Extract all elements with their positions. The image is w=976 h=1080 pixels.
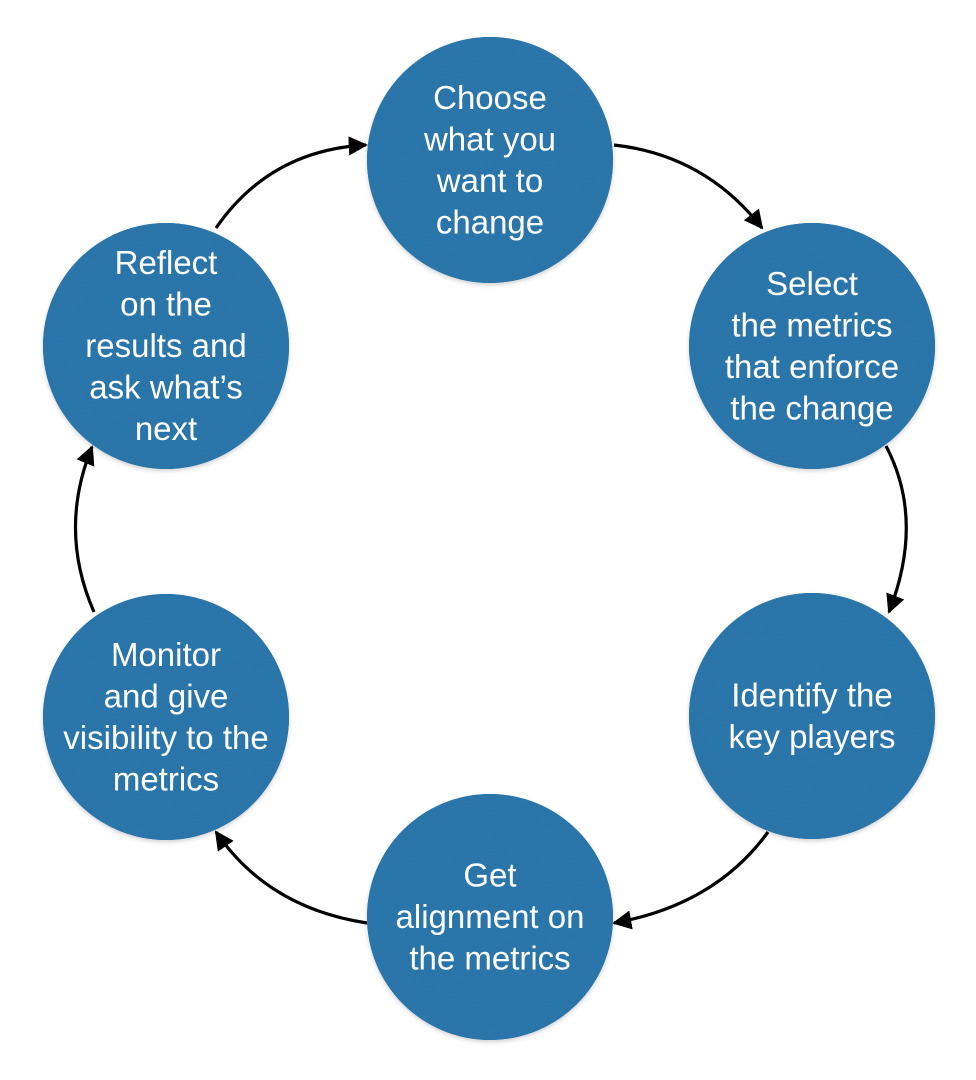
node-label-line: key players [729,718,896,755]
node-label-line: that enforce [725,348,899,385]
node-label-line: Monitor [111,636,221,673]
arrow-reflect-to-choose [214,136,368,229]
cycle-node-reflect: Reflect on the results and ask what’s next [43,223,289,469]
node-texture-choose [367,37,613,283]
arrows-layer [73,136,908,930]
cycle-node-identify: Identify the key players [689,593,935,839]
node-label-line: alignment on [396,898,585,935]
node-label-line: what you [423,120,556,157]
node-label-line: the change [730,389,893,426]
node-label-line: Select [766,265,858,302]
arrow-select-to-identify [884,445,908,614]
node-texture-monitor [43,594,289,840]
node-label-line: next [135,410,197,447]
node-label-line: Choose [433,79,547,116]
cycle-node-select: Select the metrics that enforce the change [689,223,935,469]
node-label-line: and give [104,677,229,714]
node-label-line: on the [120,286,212,323]
node-texture-reflect [43,223,289,469]
node-label-line: ask what’s [89,369,242,406]
node-label-line: want to [436,162,543,199]
arrow-monitor-to-reflect [73,445,96,613]
node-label-line: Reflect [115,244,218,281]
node-label-line: the metrics [731,306,892,343]
node-label-line: results and [85,327,246,364]
node-label-line: metrics [113,760,219,797]
cycle-node-monitor: Monitor and give visibility to the metrics [43,594,289,840]
node-label-line: Get [463,857,516,894]
node-texture-align [367,794,613,1040]
cycle-node-choose: Choose what you want to change [367,37,613,283]
node-label-line: change [436,203,544,240]
node-texture-select [689,223,935,469]
node-label-line: visibility to the [63,719,268,756]
arrow-identify-to-align [612,831,770,930]
arrow-align-to-monitor [214,830,368,925]
node-label-line: the metrics [409,940,570,977]
arrow-choose-to-select [613,143,764,230]
node-label-line: Identify the [731,676,892,713]
cycle-node-align: Get alignment on the metrics [367,794,613,1040]
node-texture-identify [689,593,935,839]
